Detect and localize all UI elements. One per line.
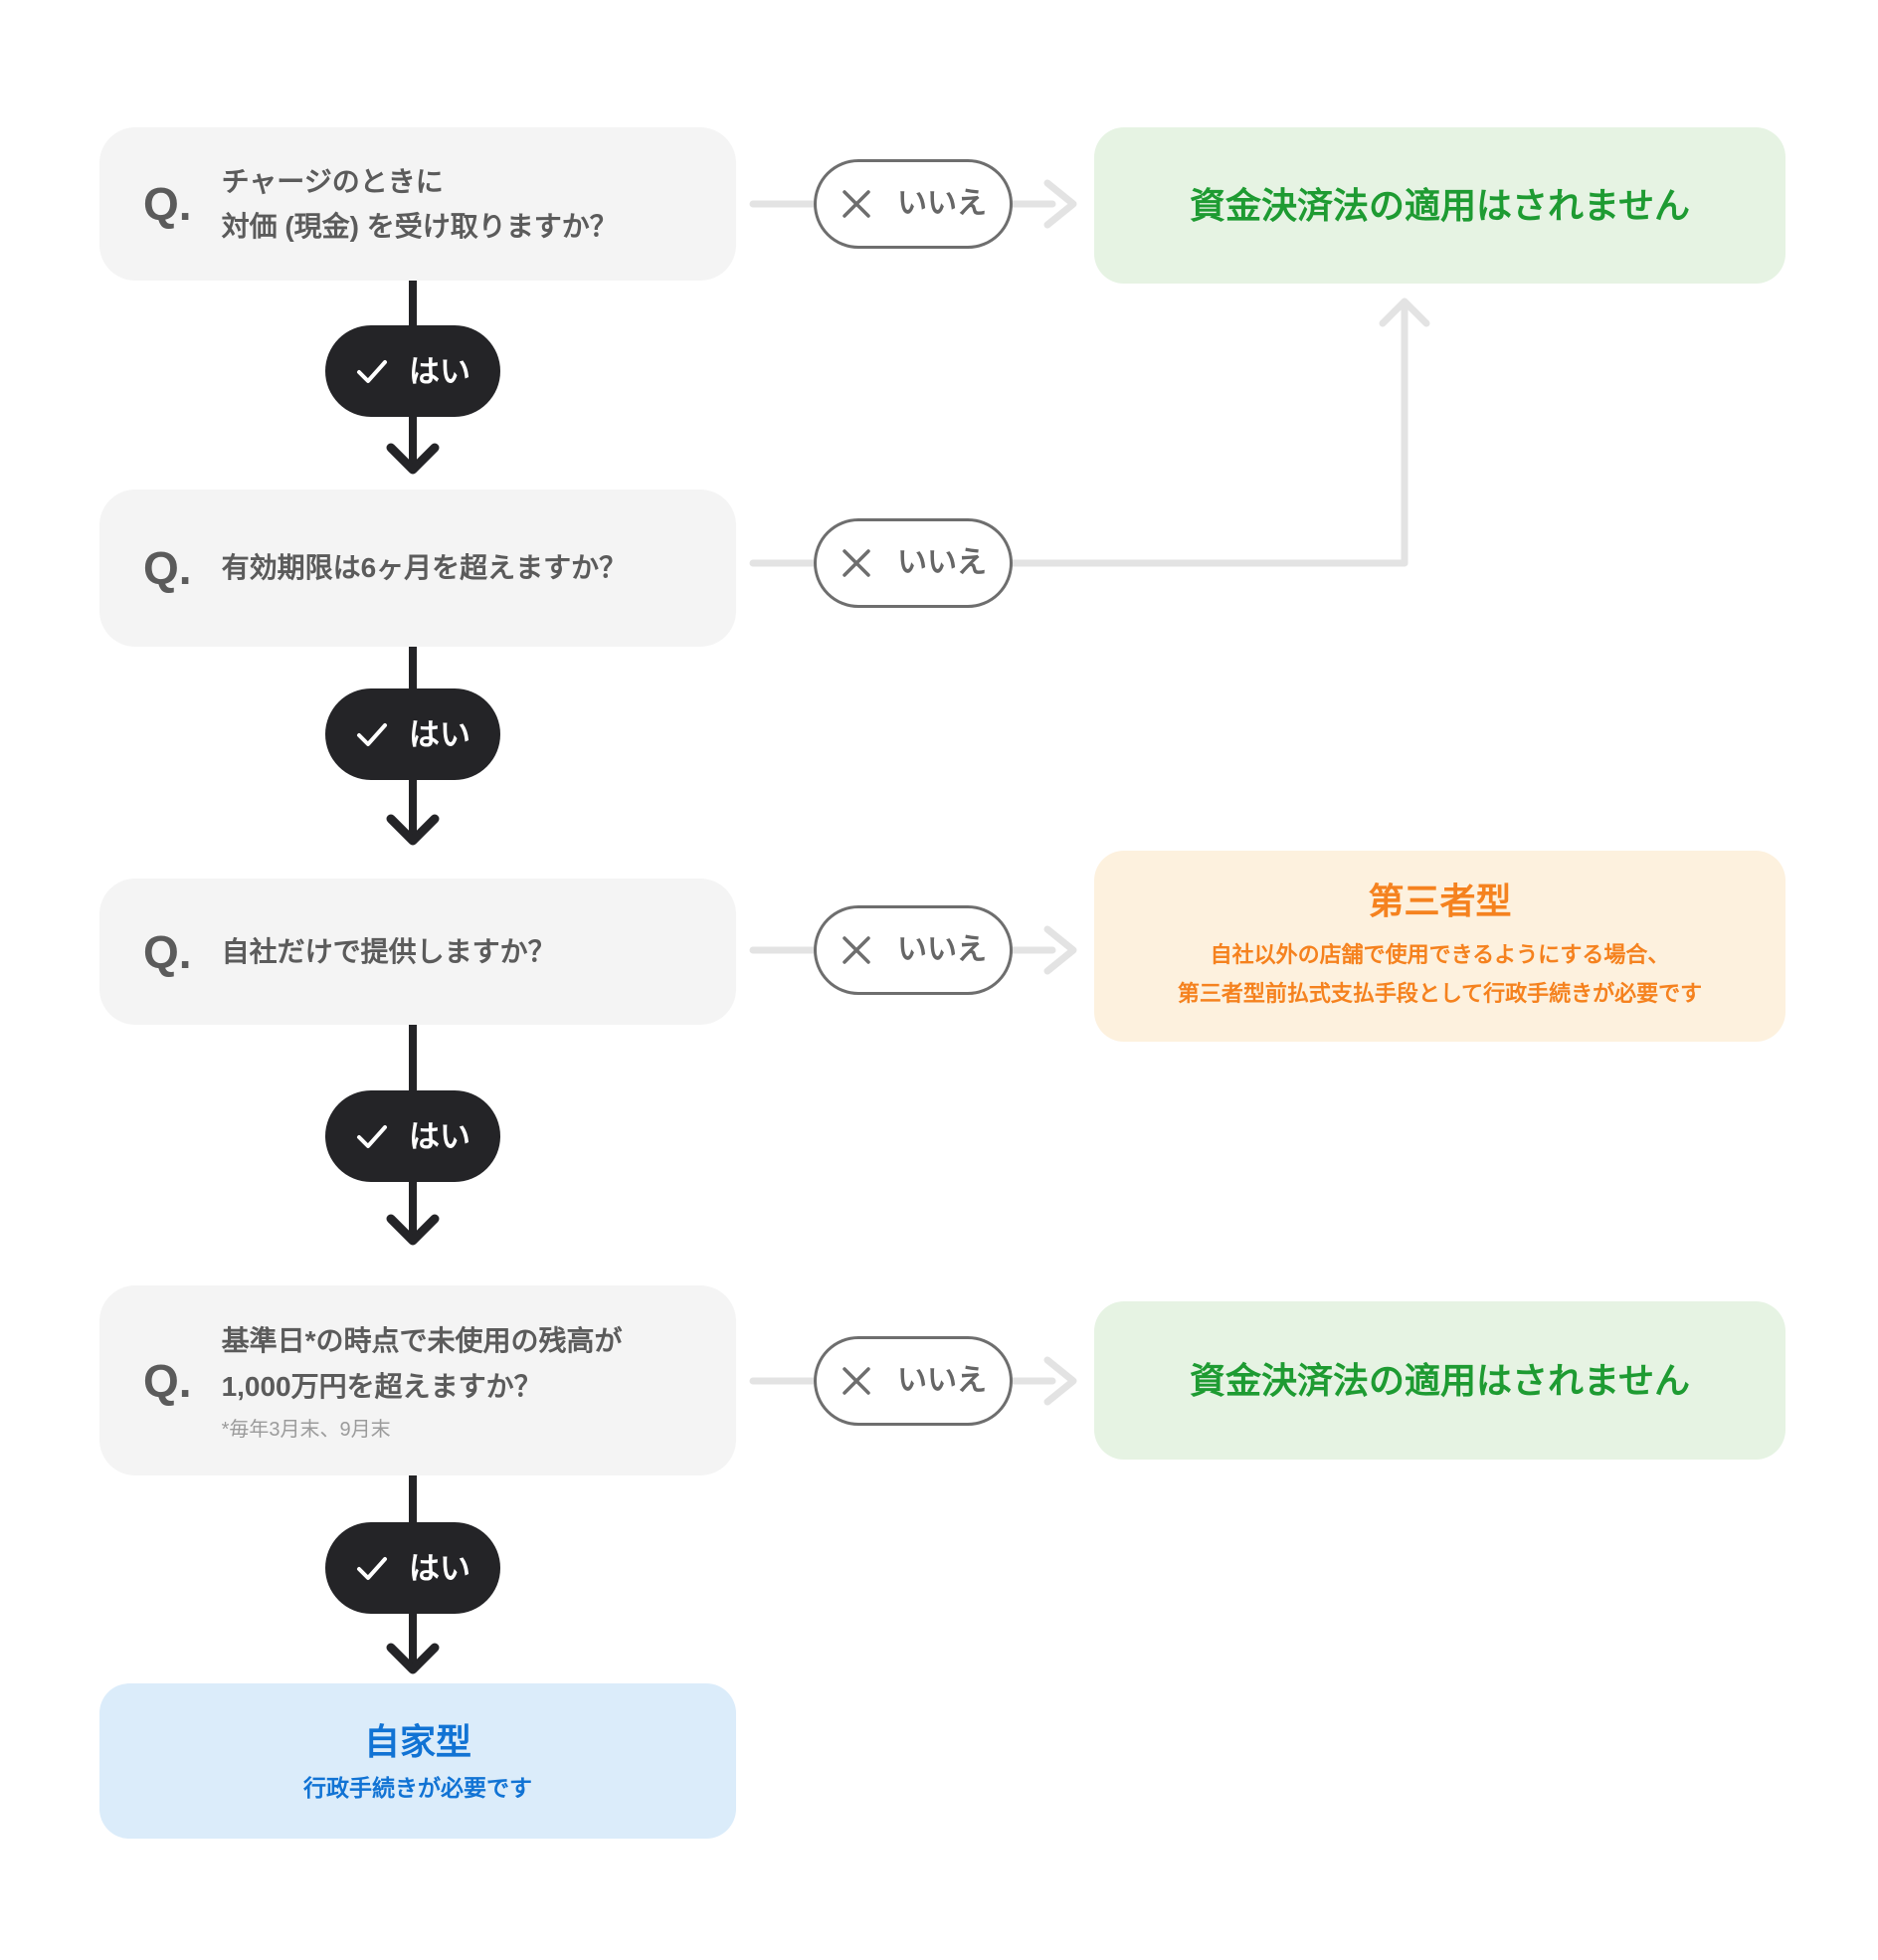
check-icon xyxy=(357,1556,387,1580)
question-prefix: Q. xyxy=(143,1354,192,1407)
question-text: 有効期限は6ヶ月を超えますか？ xyxy=(222,545,628,590)
question-footnote: *毎年3月末、9月末 xyxy=(221,1418,391,1441)
no-branch-connector-2 xyxy=(749,297,1430,567)
question-line: チャージのときに xyxy=(221,165,444,197)
result-title: 自家型 xyxy=(363,1720,471,1762)
yes-pill-2: はい xyxy=(325,688,500,780)
no-pill-1: いいえ xyxy=(814,159,1013,249)
result-title: 資金決済法の適用はされません xyxy=(1190,1359,1690,1401)
no-pill-2: いいえ xyxy=(814,518,1013,608)
question-line: 基準日*の時点で未使用の残高が xyxy=(221,1325,623,1357)
question-card-4: Q. 基準日*の時点で未使用の残高が 1,000万円を超えますか？ *毎年3月末… xyxy=(99,1285,736,1475)
question-line: 自社だけで提供しますか？ xyxy=(221,935,556,967)
cross-icon xyxy=(843,1367,870,1395)
no-pill-label: いいえ xyxy=(897,933,987,966)
no-pill-label: いいえ xyxy=(897,187,987,220)
question-prefix: Q. xyxy=(143,542,192,594)
yes-pill-4: はい xyxy=(325,1522,500,1614)
yes-pill-1: はい xyxy=(325,325,500,417)
result-card-third-party: 第三者型 自社以外の店舗で使用できるようにする場合、 第三者型前払式支払手段とし… xyxy=(1094,851,1785,1042)
check-icon xyxy=(357,359,387,383)
cross-icon xyxy=(843,936,870,964)
result-card-exempt-bottom: 資金決済法の適用はされません xyxy=(1094,1301,1785,1460)
yes-pill-label: はい xyxy=(409,1550,470,1586)
no-pill-label: いいえ xyxy=(897,1364,987,1397)
no-branch-connector-3 xyxy=(749,925,1077,975)
yes-pill-3: はい xyxy=(325,1090,500,1182)
question-line: 1,000万円を超えますか？ xyxy=(221,1370,542,1402)
question-text: 自社だけで提供しますか？ xyxy=(222,929,556,974)
result-title: 資金決済法の適用はされません xyxy=(1190,184,1690,226)
result-description: 行政手続きが必要です xyxy=(303,1774,532,1801)
no-branch-connector-4 xyxy=(749,1356,1077,1406)
cross-icon xyxy=(843,190,870,218)
cross-icon xyxy=(843,549,870,577)
no-branch-connector-1 xyxy=(749,179,1077,229)
no-pill-4: いいえ xyxy=(814,1336,1013,1426)
question-card-1: Q. チャージのときに 対価 (現金) を受け取りますか？ xyxy=(99,127,736,281)
result-card-exempt-top: 資金決済法の適用はされません xyxy=(1094,127,1785,284)
question-line: 対価 (現金) を受け取りますか？ xyxy=(221,211,618,242)
result-description: 第三者型前払式支払手段として行政手続きが必要です xyxy=(1177,980,1703,1006)
question-text: チャージのときに 対価 (現金) を受け取りますか？ xyxy=(222,159,618,250)
no-pill-3: いいえ xyxy=(814,905,1013,995)
result-card-self-issued: 自家型 行政手続きが必要です xyxy=(99,1683,736,1839)
result-description: 自社以外の店舗で使用できるようにする場合、 xyxy=(1210,942,1670,968)
yes-pill-label: はい xyxy=(409,716,470,752)
question-card-3: Q. 自社だけで提供しますか？ xyxy=(99,879,736,1025)
result-title: 第三者型 xyxy=(1368,880,1512,921)
check-icon xyxy=(357,1124,387,1148)
question-line: 有効期限は6ヶ月を超えますか？ xyxy=(221,552,628,584)
yes-pill-label: はい xyxy=(409,353,470,389)
question-card-2: Q. 有効期限は6ヶ月を超えますか？ xyxy=(99,490,736,647)
question-text: 基準日*の時点で未使用の残高が 1,000万円を超えますか？ *毎年3月末、9月… xyxy=(222,1318,623,1443)
question-prefix: Q. xyxy=(143,178,192,230)
question-prefix: Q. xyxy=(143,925,192,978)
check-icon xyxy=(357,722,387,746)
no-pill-label: いいえ xyxy=(897,546,987,579)
yes-pill-label: はい xyxy=(409,1118,470,1154)
